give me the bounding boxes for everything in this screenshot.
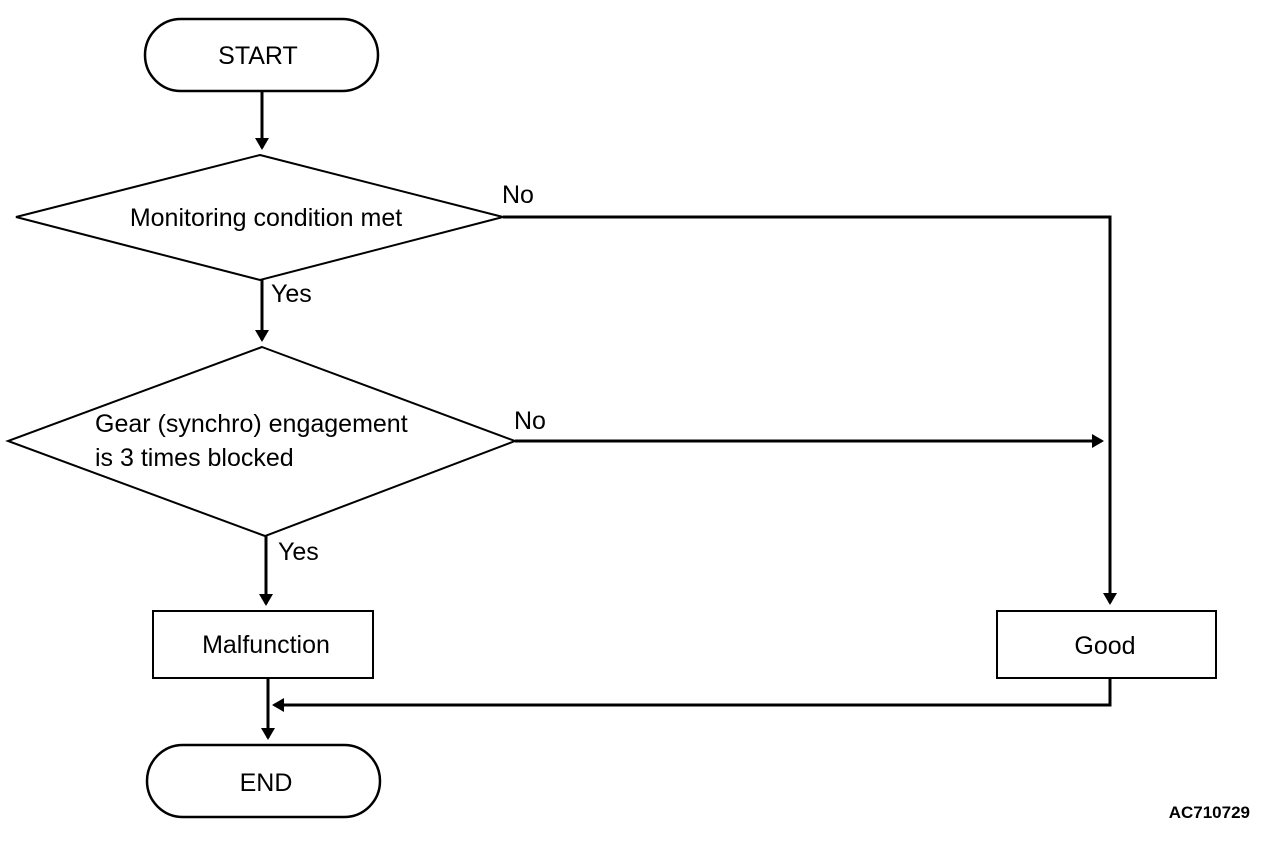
decision-1-no-path — [503, 215, 1117, 605]
end-terminal — [145, 743, 382, 819]
figure-id: AC710729 — [1169, 803, 1250, 822]
decision-2-label-line-2: is 3 times blocked — [95, 444, 294, 472]
start-label: START — [218, 42, 298, 70]
decision-1-label: Monitoring condition met — [130, 204, 402, 232]
decision-2-no-label: No — [514, 407, 546, 435]
malfunction-box — [152, 610, 374, 679]
malfunction-label: Malfunction — [202, 631, 330, 659]
good-return-path — [272, 678, 1112, 712]
decision-1-no-label: No — [502, 181, 534, 209]
good-box — [996, 610, 1217, 679]
decision-1-yes-label: Yes — [271, 280, 312, 308]
decision-monitoring-condition — [15, 153, 504, 282]
decision-gear-engagement-blocked — [5, 345, 518, 538]
decision-2-label-line-1: Gear (synchro) engagement — [95, 410, 408, 438]
end-label: END — [240, 769, 293, 797]
good-label: Good — [1074, 632, 1135, 660]
decision-2-yes-label: Yes — [278, 538, 319, 566]
